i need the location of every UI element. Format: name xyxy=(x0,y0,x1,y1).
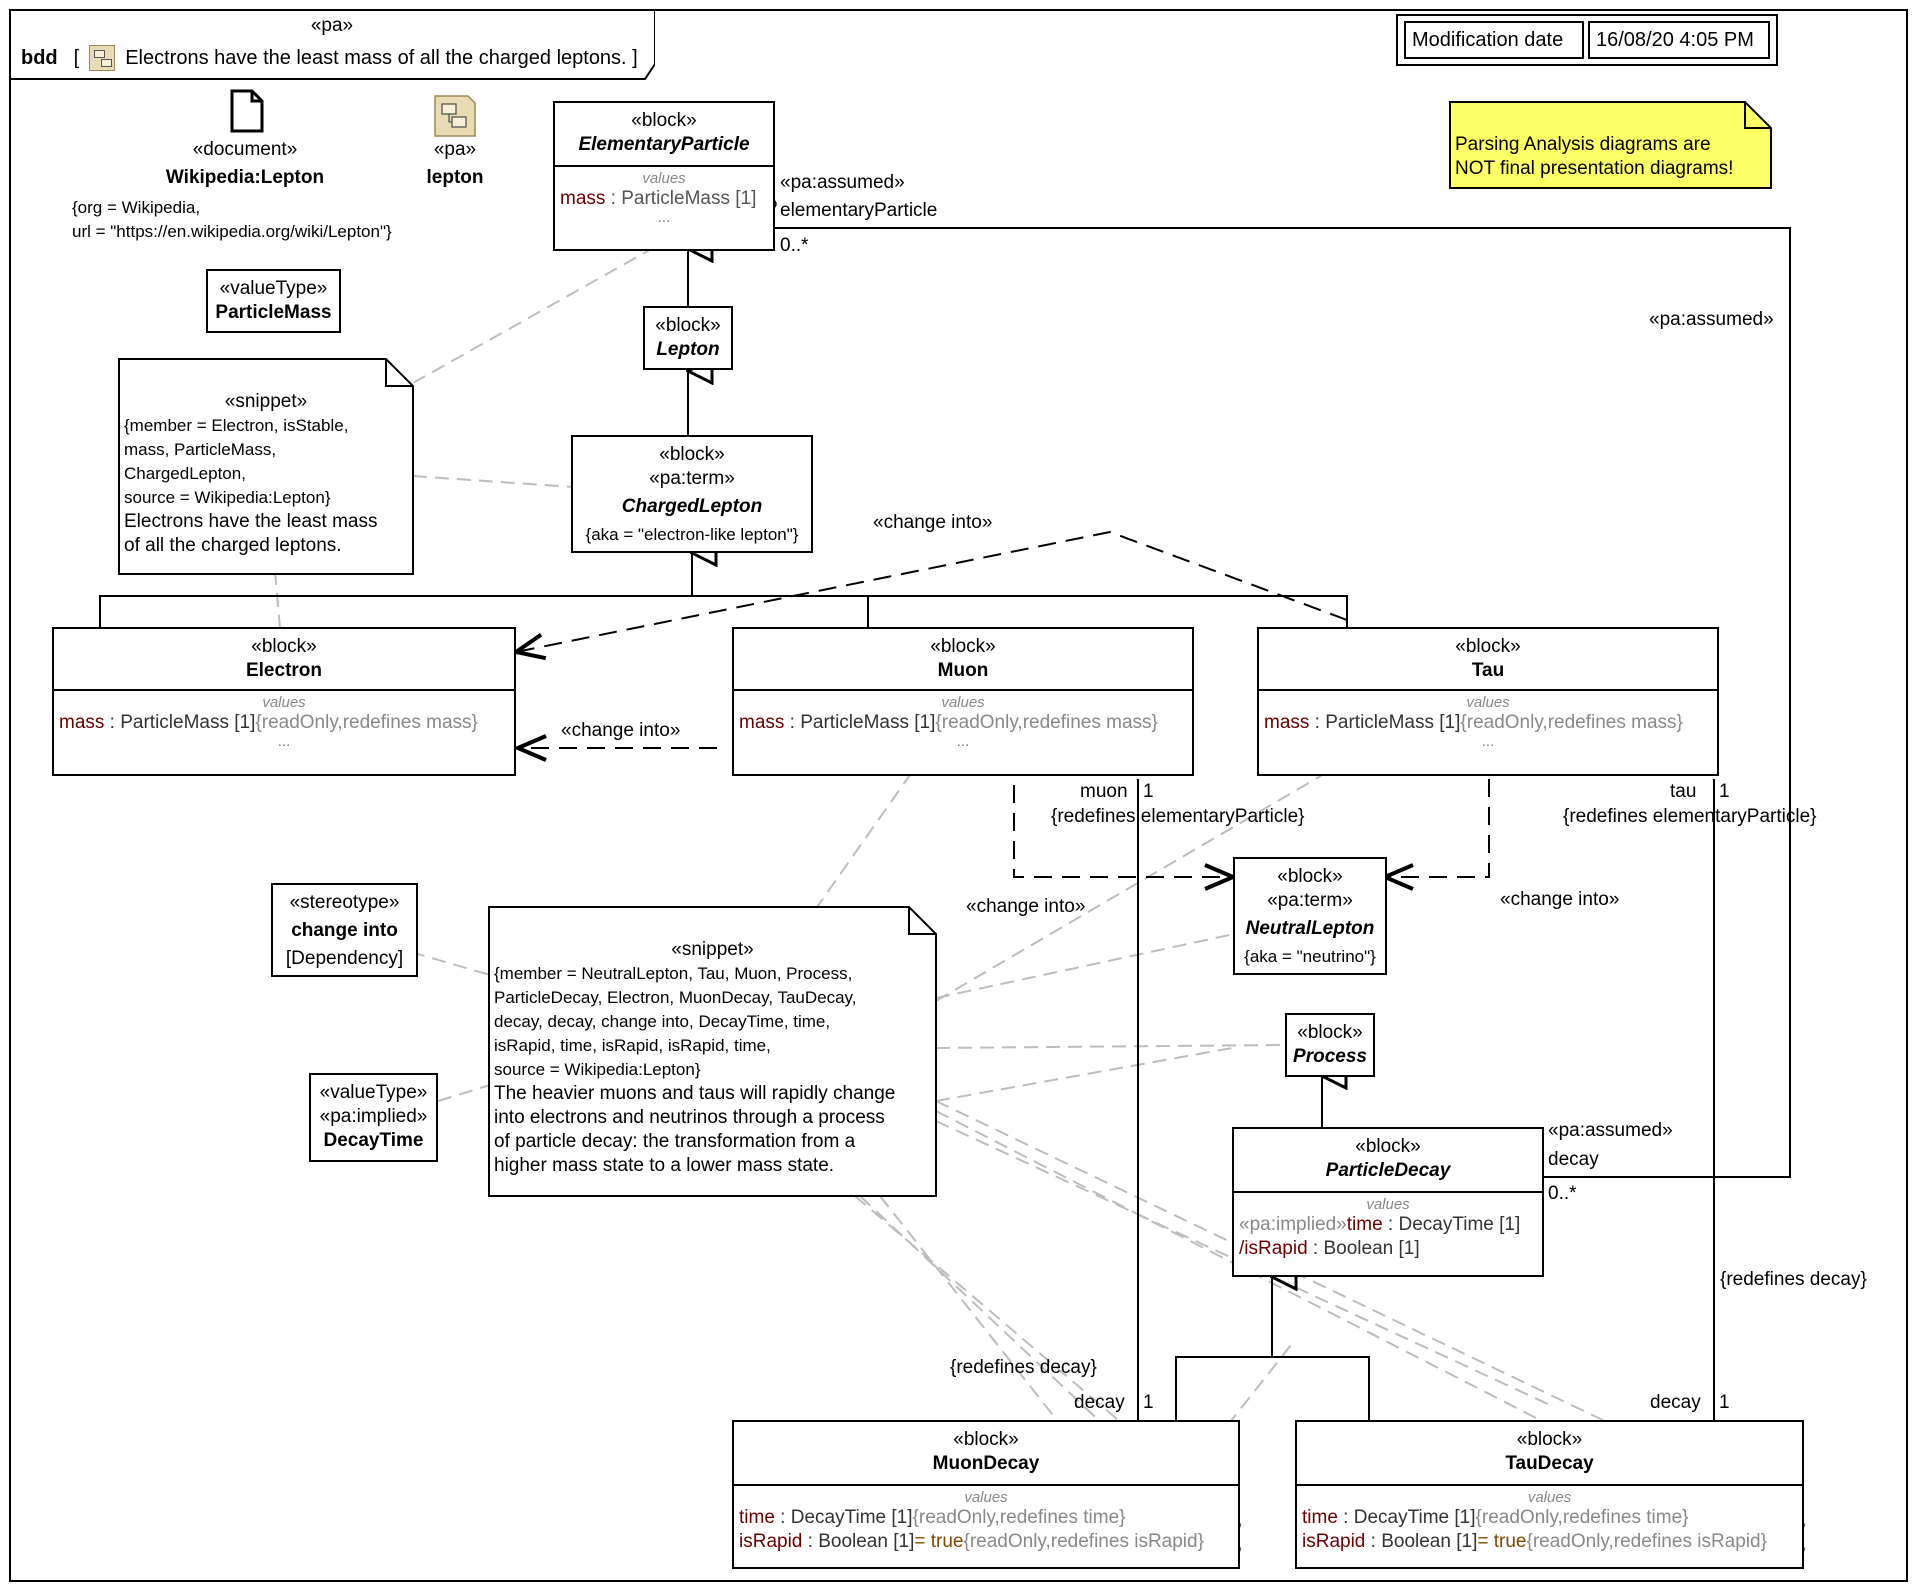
block-muondecay[interactable]: «block»MuonDecay values time : DecayTime… xyxy=(732,1420,1240,1569)
edge-label-mult: 0..* xyxy=(780,235,809,256)
stereotype-change-into[interactable]: «stereotype»change into[Dependency] xyxy=(271,883,418,977)
edge-label-change-into: «change into» xyxy=(873,512,993,533)
block-chargedlepton[interactable]: «block»«pa:term»ChargedLepton{aka = "ele… xyxy=(571,435,813,553)
warning-line-1: Parsing Analysis diagrams are xyxy=(1455,134,1711,155)
block-process[interactable]: «block»Process xyxy=(1285,1013,1375,1077)
edge-label-mult: 1 xyxy=(1719,781,1730,802)
edge-label-redefines: {redefines decay} xyxy=(950,1357,1097,1378)
block-taudecay[interactable]: «block»TauDecay values time : DecayTime … xyxy=(1295,1420,1804,1569)
dependency-lines xyxy=(516,530,1490,877)
edge-label-role: decay xyxy=(1650,1392,1701,1413)
document-icon xyxy=(230,89,264,133)
diagram-kind: bdd xyxy=(21,46,58,69)
edge-label-redefines: {redefines decay} xyxy=(1720,1269,1867,1290)
block-elementaryparticle[interactable]: «block»ElementaryParticle values mass : … xyxy=(553,101,775,251)
edge-label-role: decay xyxy=(1548,1149,1599,1170)
block-neutrallepton[interactable]: «block»«pa:term»NeutralLepton{aka = "neu… xyxy=(1233,857,1387,975)
edge-label-pa-assumed: «pa:assumed» xyxy=(1649,309,1774,330)
valuetype-decaytime[interactable]: «valueType»«pa:implied»DecayTime xyxy=(309,1073,438,1162)
edge-label-mult: 0..* xyxy=(1548,1183,1577,1204)
block-particledecay[interactable]: «block»ParticleDecay values «pa:implied»… xyxy=(1232,1127,1544,1277)
edge-label-mult: 1 xyxy=(1719,1392,1730,1413)
edge-label-mult: 1 xyxy=(1143,781,1154,802)
association-lines xyxy=(774,227,1791,1420)
block-tau[interactable]: «block»Tau values mass : ParticleMass [1… xyxy=(1257,627,1719,776)
warning-line-2: NOT final presentation diagrams! xyxy=(1455,158,1734,179)
pa-lepton[interactable]: «pa» lepton xyxy=(405,95,505,195)
edge-label-role: tau xyxy=(1670,781,1697,802)
diagram-title: Electrons have the least mass of all the… xyxy=(125,46,627,69)
diagram-frame xyxy=(9,9,1908,1582)
block-electron[interactable]: «block»Electron values mass : ParticleMa… xyxy=(52,627,516,776)
snippet-decay[interactable]: «snippet» {member = NeutralLepton, Tau, … xyxy=(488,906,937,1197)
modification-label: Modification date xyxy=(1404,21,1584,59)
edge-label-change-into: «change into» xyxy=(1500,889,1620,910)
document-name: Wikipedia:Lepton xyxy=(165,167,325,188)
generalization-lines xyxy=(99,249,1370,1420)
document-wikipedia-lepton[interactable]: «document» Wikipedia:Lepton {org = Wikip… xyxy=(60,88,430,248)
edge-label-change-into: «change into» xyxy=(966,896,1086,917)
diagram-stereotype: «pa» xyxy=(310,15,354,36)
warning-note: Parsing Analysis diagrams are NOT final … xyxy=(1449,101,1772,189)
pa-package-icon xyxy=(434,95,476,137)
edge-label-change-into: «change into» xyxy=(561,720,681,741)
diagram-header: «pa» bdd [ Electrons have the least mass… xyxy=(9,9,655,80)
block-lepton[interactable]: «block»Lepton xyxy=(643,306,733,370)
valuetype-particlemass[interactable]: «valueType»ParticleMass xyxy=(206,269,341,333)
modification-date-box: Modification date 16/08/20 4:05 PM xyxy=(1396,14,1778,66)
edge-label-redefines: {redefines elementaryParticle} xyxy=(1563,806,1817,827)
edge-label-pa-assumed: «pa:assumed» xyxy=(780,172,905,193)
block-muon[interactable]: «block»Muon values mass : ParticleMass [… xyxy=(732,627,1194,776)
edge-label-pa-assumed: «pa:assumed» xyxy=(1548,1120,1673,1141)
pa-diagram-icon xyxy=(89,45,116,71)
edge-label-role: muon xyxy=(1080,781,1128,802)
edge-label-role: elementaryParticle xyxy=(780,200,938,221)
snippet-electron[interactable]: «snippet» {member = Electron, isStable, … xyxy=(118,358,414,575)
modification-value: 16/08/20 4:05 PM xyxy=(1588,21,1770,59)
edge-label-mult: 1 xyxy=(1143,1392,1154,1413)
edge-label-role: decay xyxy=(1074,1392,1125,1413)
edge-label-redefines: {redefines elementaryParticle} xyxy=(1051,806,1305,827)
